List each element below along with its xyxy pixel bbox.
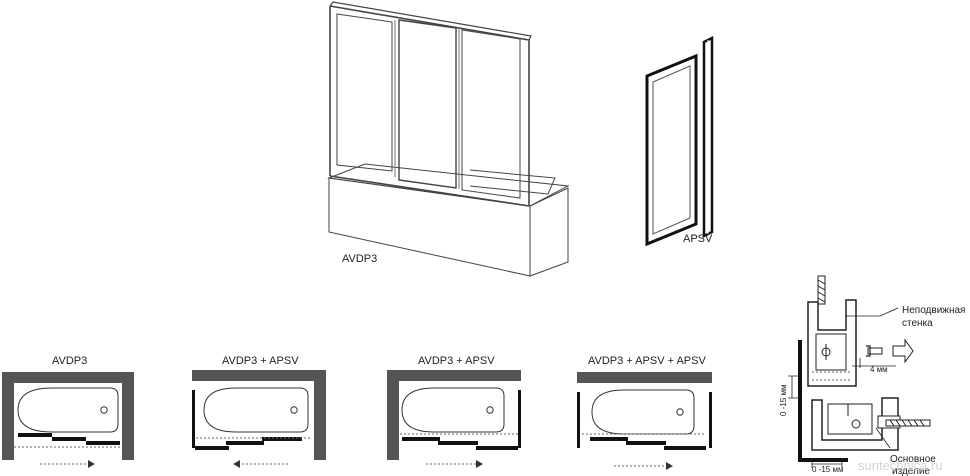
drain-circle — [100, 406, 108, 414]
plan-title: AVDP3 + APSV — [222, 355, 299, 367]
sliding-panel — [226, 441, 264, 445]
adjust-vertical-label: 0 -15 мм — [779, 385, 788, 416]
plan-title: AVDP3 + APSV — [418, 355, 495, 367]
bathtub-rim-inner — [469, 169, 556, 195]
side-panel-label: APSV — [683, 233, 713, 245]
sliding-panel — [18, 433, 52, 437]
sliding-panel — [476, 446, 518, 450]
side-panel-drawing — [645, 35, 714, 247]
bathtub-top — [327, 163, 570, 207]
wall-angle — [798, 340, 848, 462]
wall-profile-upper — [807, 299, 857, 387]
bathtub-outline — [203, 387, 309, 433]
watermark: suntechnica.ru — [858, 458, 943, 473]
side-panel-profile — [702, 35, 714, 239]
bathtub-outline — [401, 387, 505, 433]
base-label-line2: изделие — [892, 466, 930, 476]
side-panel-profile — [709, 392, 712, 448]
screen-panel-3 — [461, 29, 521, 199]
screen-top-rail — [329, 1, 532, 41]
drain-circle — [676, 408, 684, 416]
plan-avdp3: AVDP3 — [2, 355, 134, 468]
side-panel-profile — [577, 392, 580, 448]
screen-panel-2 — [398, 19, 457, 189]
sliding-panel — [52, 437, 86, 441]
fixed-wall-label-line1: Неподвижная — [902, 305, 965, 316]
fixed-wall-label-line2: стенка — [902, 318, 933, 329]
bathtub-outline — [17, 387, 119, 433]
bathtub-screen-drawing — [327, 1, 570, 277]
sliding-panel — [438, 441, 478, 445]
sliding-panel — [86, 441, 120, 445]
plan-avdp3-apsv-apsv: AVDP3 + APSV + APSV — [577, 355, 712, 470]
base-label-line1: Основное — [890, 454, 936, 465]
sliding-panel — [402, 437, 440, 441]
profile-detail-drawing — [788, 275, 931, 468]
sliding-panel — [626, 441, 666, 445]
main-product-label: AVDP3 — [342, 253, 377, 265]
insert-arrow — [892, 338, 914, 364]
gap-label: 4 мм — [870, 365, 888, 374]
plan-title: AVDP3 — [52, 355, 87, 367]
drain-circle — [290, 406, 298, 414]
side-panel-frame — [645, 53, 698, 247]
plan-title: AVDP3 + APSV + APSV — [588, 355, 706, 367]
plan-avdp3-apsv-right: AVDP3 + APSV — [387, 355, 521, 468]
sliding-panel — [664, 446, 706, 450]
sliding-panel — [262, 437, 302, 441]
adjust-horizontal-label: 0 -15 мм — [812, 465, 843, 474]
side-panel-profile — [518, 390, 521, 448]
sliding-panel — [590, 437, 628, 441]
bathtub-side — [529, 187, 569, 277]
sliding-panel — [195, 446, 229, 450]
screen-panel-1 — [336, 13, 393, 172]
drain-circle — [486, 406, 494, 414]
plan-avdp3-apsv-left: AVDP3 + APSV — [192, 355, 326, 468]
base-profile — [811, 397, 899, 451]
side-panel-profile — [192, 390, 195, 448]
